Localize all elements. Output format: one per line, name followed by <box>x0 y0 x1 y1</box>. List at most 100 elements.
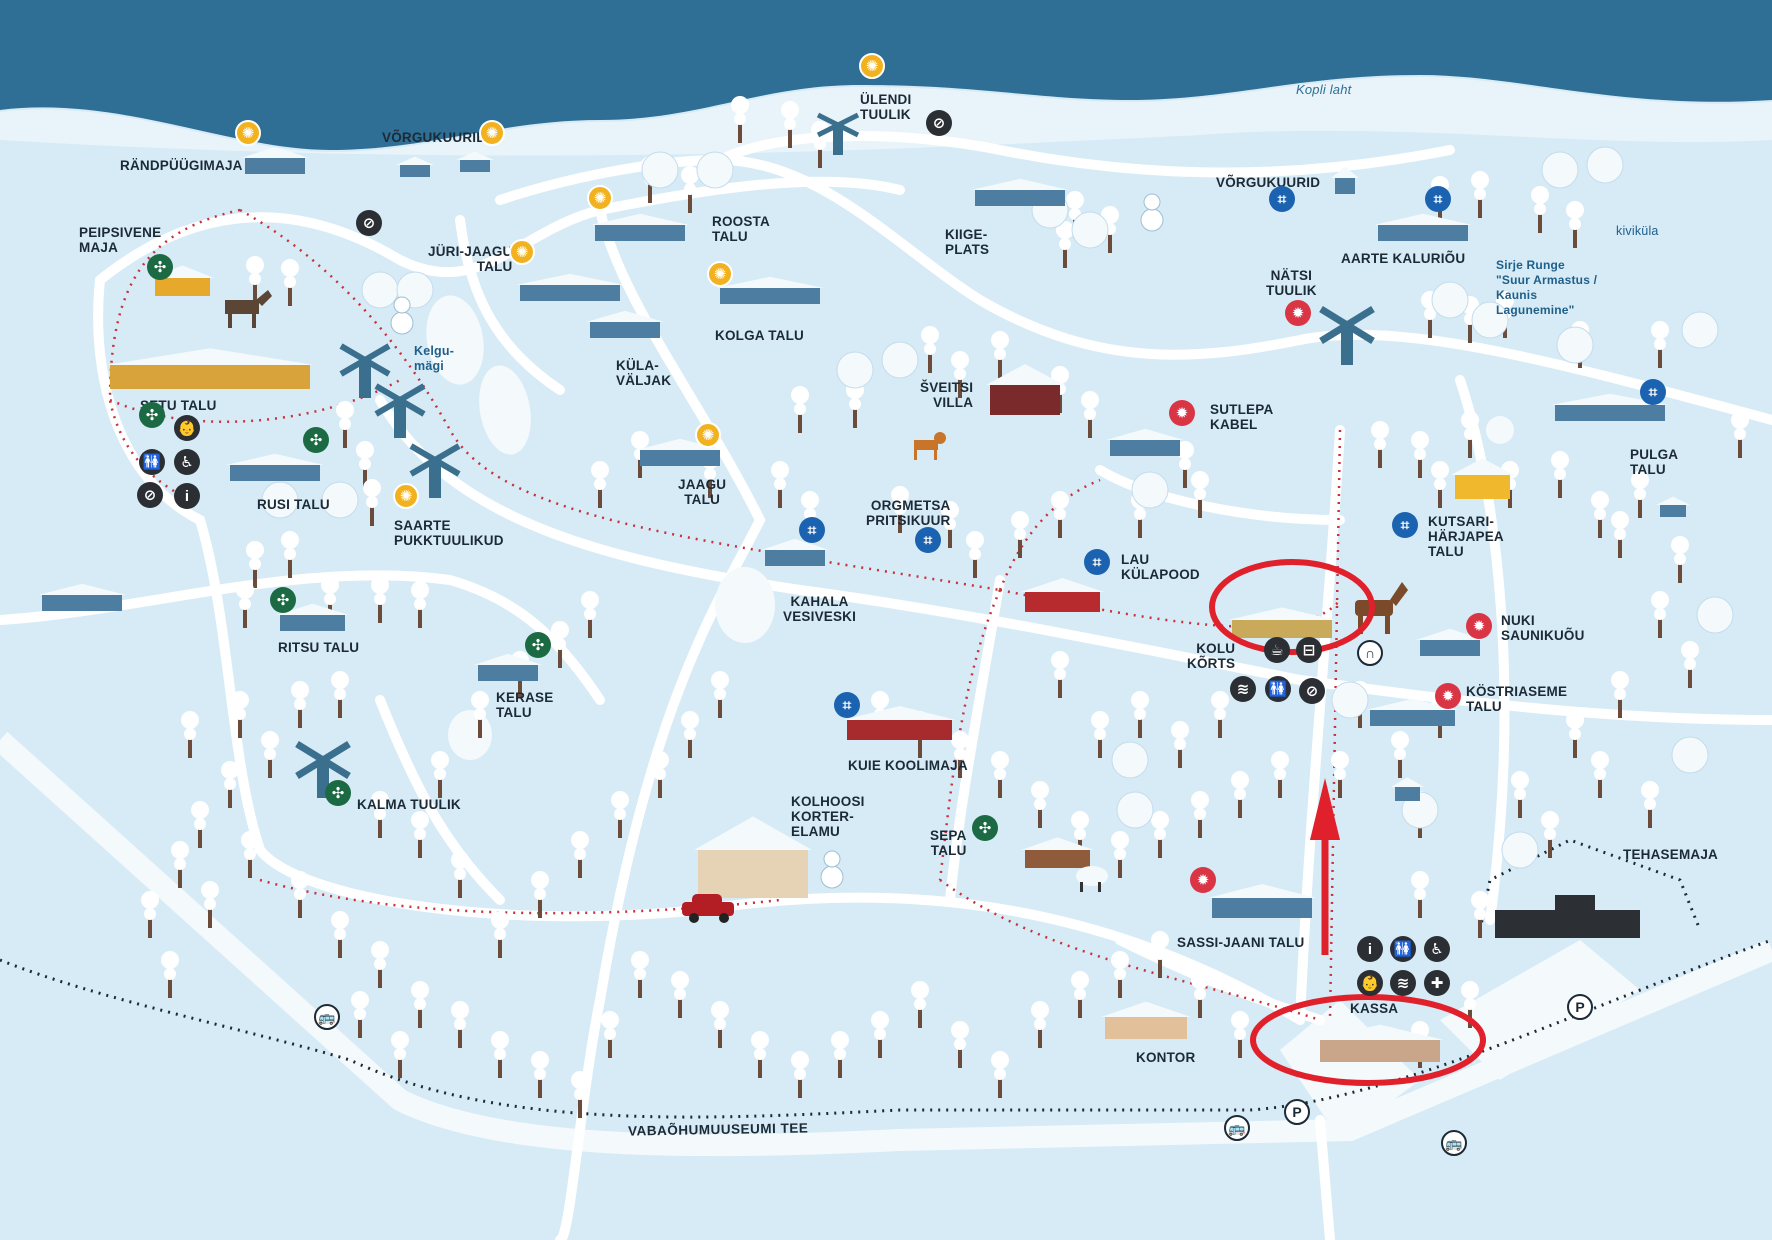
place-kolga-talu[interactable]: KOLGA TALU <box>715 328 804 343</box>
place-peipsivene-maja[interactable]: PEIPSIVENE MAJA <box>79 225 162 255</box>
accessible-icon[interactable]: ♿ <box>174 449 200 475</box>
place-sassi-jaani-talu[interactable]: SASSI-JAANI TALU <box>1177 935 1305 950</box>
smoking-area-icon[interactable]: ⊘ <box>137 482 163 508</box>
restroom-icon[interactable]: 🚻 <box>1390 936 1416 962</box>
ship-wheel-icon[interactable]: ✺ <box>509 239 535 265</box>
cat <box>914 432 946 460</box>
place-kulavaljak[interactable]: KÜLA- VÄLJAK <box>616 358 672 388</box>
bus-icon[interactable]: 🚌 <box>1224 1115 1250 1141</box>
place-tehasemaja[interactable]: TEHASEMAJA <box>1623 847 1719 862</box>
place-kuie-koolimaja[interactable]: KUIE KOOLIMAJA <box>848 758 968 773</box>
event-icon[interactable]: ✹ <box>1435 683 1461 709</box>
venue-icon[interactable]: ⌗ <box>1392 512 1418 538</box>
place-randpuugimaja[interactable]: RÄNDPÜÜGIMAJA <box>120 158 243 173</box>
snowman <box>390 193 1164 889</box>
place-jaagu-talu[interactable]: JAAGU TALU <box>678 477 727 507</box>
place-natsi-tuulik[interactable]: NÄTSI TUULIK <box>1266 268 1317 298</box>
parking-icon[interactable]: P <box>1567 994 1593 1020</box>
place-rusi-talu[interactable]: RUSI TALU <box>257 497 330 512</box>
ship-wheel-icon[interactable]: ✺ <box>393 483 419 509</box>
horseshoe-icon[interactable]: ∩ <box>1357 640 1383 666</box>
wifi-icon[interactable]: ≋ <box>1390 970 1416 996</box>
place-kalma-tuulik[interactable]: KALMA TUULIK <box>357 797 461 812</box>
kopli-laht-label: Kopli laht <box>1296 82 1352 97</box>
first-aid-icon[interactable]: ✚ <box>1424 970 1450 996</box>
venue-icon[interactable]: ⌗ <box>1084 549 1110 575</box>
sirje-runge-label: Sirje Runge "Suur Armastus / Kaunis Lagu… <box>1496 258 1598 317</box>
craft-icon[interactable]: ✣ <box>972 815 998 841</box>
accessible-icon[interactable]: ♿ <box>1424 936 1450 962</box>
info-icon[interactable]: i <box>174 483 200 509</box>
smoking-area-icon[interactable]: ⊘ <box>926 110 952 136</box>
venue-icon[interactable]: ⌗ <box>1269 186 1295 212</box>
place-sutlepa-kabel[interactable]: SUTLEPA KABEL <box>1210 402 1274 432</box>
craft-icon[interactable]: ✣ <box>525 632 551 658</box>
ship-wheel-icon[interactable]: ✺ <box>695 422 721 448</box>
road-label: VABAÕHUMUUSEUMI TEE <box>627 1120 809 1139</box>
place-kahala-vesiveski[interactable]: KAHALA VESIVESKI <box>783 594 857 624</box>
craft-icon[interactable]: ✣ <box>303 427 329 453</box>
kelgumagi-label: Kelgu- mägi <box>414 344 455 373</box>
venue-icon[interactable]: ⌗ <box>834 692 860 718</box>
wifi-icon[interactable]: ≋ <box>1230 676 1256 702</box>
event-icon[interactable]: ✹ <box>1190 867 1216 893</box>
place-kiigeplats[interactable]: KIIGE- PLATS <box>945 227 990 257</box>
cafe-icon[interactable]: ☕ <box>1264 637 1290 663</box>
bus-icon[interactable]: 🚌 <box>314 1004 340 1030</box>
place-kostriaseme-talu[interactable]: KÖSTRIASEME TALU <box>1466 684 1568 714</box>
place-kutsari-harjapea-talu[interactable]: KUTSARI- HÄRJAPEA TALU <box>1428 514 1504 559</box>
ship-wheel-icon[interactable]: ✺ <box>235 120 261 146</box>
kivikula-label: kiviküla <box>1616 224 1659 238</box>
smoking-area-icon[interactable]: ⊘ <box>356 210 382 236</box>
place-lau-kulapood[interactable]: LAU KÜLAPOOD <box>1121 552 1200 582</box>
place-orgmetsa-pritsikuur[interactable]: ORGMETSA PRITSIKUUR <box>866 498 951 528</box>
place-kolu-korts[interactable]: KOLU KÕRTS <box>1187 641 1236 671</box>
place-sepa-talu[interactable]: SEPA TALU <box>930 828 967 858</box>
venue-icon[interactable]: ⌗ <box>1640 379 1666 405</box>
place-pulga-talu[interactable]: PULGA TALU <box>1630 447 1679 477</box>
place-juri-jaagu-talu[interactable]: JÜRI-JAAGU TALU <box>428 244 513 274</box>
highlight-arrow <box>1310 778 1340 955</box>
event-icon[interactable]: ✹ <box>1466 613 1492 639</box>
venue-icon[interactable]: ⌗ <box>799 517 825 543</box>
venue-icon[interactable]: ⌗ <box>1425 186 1451 212</box>
place-kontor[interactable]: KONTOR <box>1136 1050 1196 1065</box>
place-roosta-talu[interactable]: ROOSTA TALU <box>712 214 770 244</box>
parking-icon[interactable]: P <box>1284 1099 1310 1125</box>
place-vorgukuurid-east[interactable]: VÕRGUKUURID <box>1216 175 1321 190</box>
venue-icon[interactable]: ⌗ <box>915 527 941 553</box>
place-kerase-talu[interactable]: KERASE TALU <box>496 690 554 720</box>
ship-wheel-icon[interactable]: ✺ <box>479 120 505 146</box>
event-icon[interactable]: ✹ <box>1285 300 1311 326</box>
goat <box>225 290 272 328</box>
car <box>682 894 734 923</box>
highlight-kassa <box>1250 994 1486 1086</box>
restroom-icon[interactable]: 🚻 <box>1265 676 1291 702</box>
baby-care-icon[interactable]: 👶 <box>1357 970 1383 996</box>
ship-wheel-icon[interactable]: ✺ <box>587 185 613 211</box>
ship-wheel-icon[interactable]: ✺ <box>859 53 885 79</box>
ship-wheel-icon[interactable]: ✺ <box>707 261 733 287</box>
event-icon[interactable]: ✹ <box>1169 400 1195 426</box>
craft-icon[interactable]: ✣ <box>270 587 296 613</box>
place-nuki-saunikuou[interactable]: NUKI SAUNIKUÕU <box>1501 613 1585 643</box>
place-sveitsi-villa[interactable]: ŠVEITSI VILLA <box>920 380 974 410</box>
baby-care-icon[interactable]: 👶 <box>174 415 200 441</box>
place-kassa[interactable]: KASSA <box>1350 1001 1399 1016</box>
sheep <box>1076 866 1108 892</box>
place-kolhoosi-korterelamu[interactable]: KOLHOOSI KORTER- ELAMU <box>791 794 865 839</box>
place-vorgukuurid-north[interactable]: VÕRGUKUURID <box>382 130 487 145</box>
place-aarte-kaluriou[interactable]: AARTE KALURIÕU <box>1341 251 1466 266</box>
craft-icon[interactable]: ✣ <box>139 402 165 428</box>
smoking-area-icon[interactable]: ⊘ <box>1299 678 1325 704</box>
place-saarte-pukktuulikud[interactable]: SAARTE PUKKTUULIKUD <box>394 518 504 548</box>
restroom-icon[interactable]: 🚻 <box>139 449 165 475</box>
restaurant-icon[interactable]: ⊟ <box>1296 637 1322 663</box>
craft-icon[interactable]: ✣ <box>147 254 173 280</box>
bus-icon[interactable]: 🚌 <box>1441 1130 1467 1156</box>
info-icon[interactable]: i <box>1357 936 1383 962</box>
place-ritsu-talu[interactable]: RITSU TALU <box>278 640 360 655</box>
craft-icon[interactable]: ✣ <box>325 780 351 806</box>
place-ulendi-tuulik[interactable]: ÜLENDI TUULIK <box>860 92 912 122</box>
